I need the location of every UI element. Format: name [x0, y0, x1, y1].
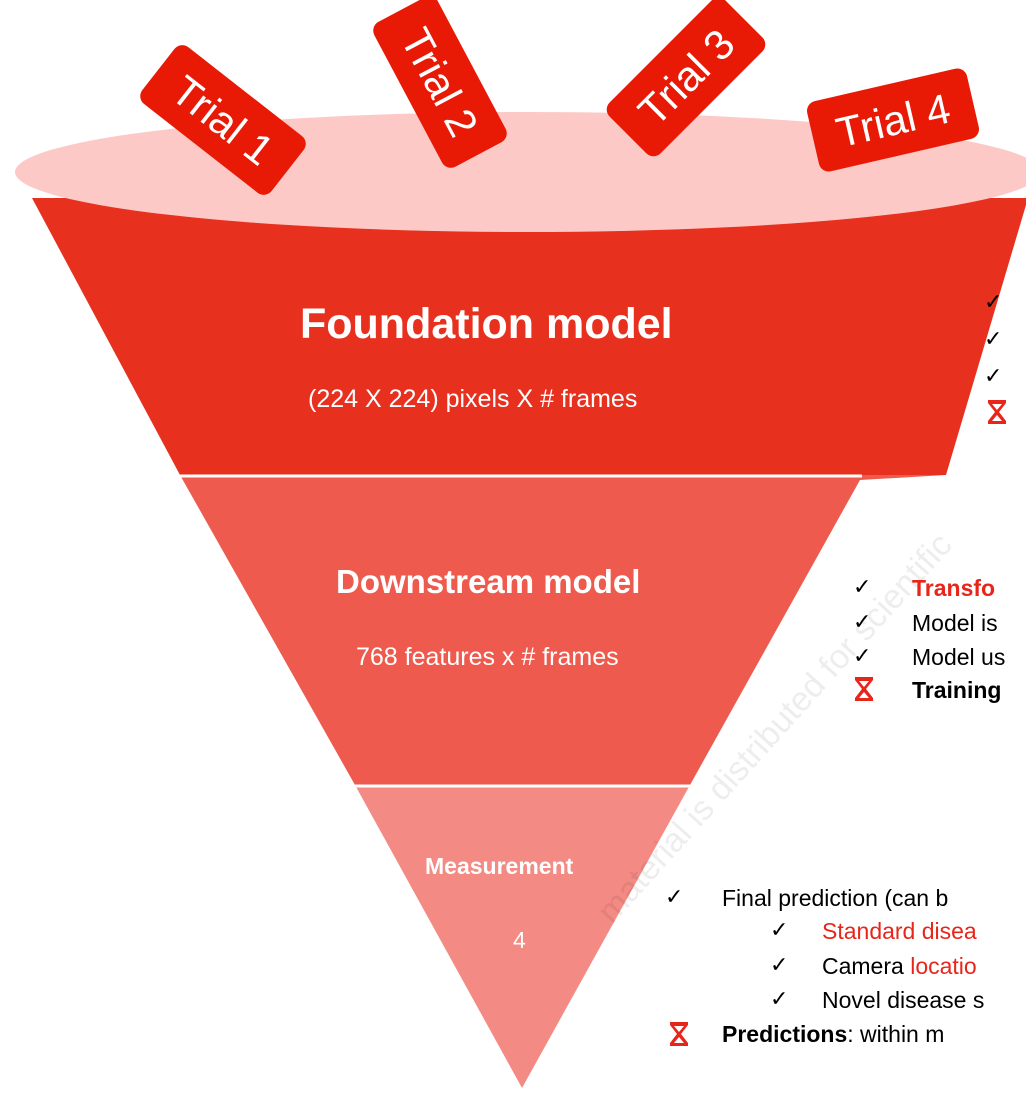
downstream-subtitle: 768 features x # frames	[356, 643, 619, 671]
check-icon: ✓	[853, 575, 872, 600]
downstream-bullet-4: Training	[912, 677, 1002, 703]
funnel-tier-foundation	[32, 198, 1026, 475]
funnel-tier-measurement	[355, 785, 690, 1088]
predictions-label: Predictions	[722, 1021, 848, 1047]
hourglass-icon	[855, 677, 873, 701]
downstream-bullet-1: Transfo	[912, 575, 996, 601]
trial-tag-4: Trial 4	[806, 68, 980, 172]
foundation-subtitle: (224 X 224) pixels X # frames	[308, 385, 638, 413]
final-prediction-text: Final prediction (can b	[722, 885, 949, 911]
downstream-bullet-2: Model is	[912, 610, 998, 636]
check-icon: ✓	[770, 987, 789, 1012]
sub-item-2: Camera locatio	[822, 953, 977, 980]
check-icon: ✓	[853, 610, 872, 635]
hourglass-icon	[670, 1022, 688, 1046]
sub-item-2-accent: locatio	[910, 953, 977, 979]
downstream-bullet-3: Model us	[912, 644, 1006, 670]
check-icon: ✓	[770, 918, 789, 943]
foundation-title: Foundation model	[300, 300, 673, 348]
sub-item-3-plain: Novel disease s	[822, 987, 985, 1013]
check-icon: ✓	[984, 327, 1003, 352]
check-icon: ✓	[984, 364, 1003, 389]
check-icon: ✓	[984, 290, 1003, 315]
check-icon: ✓	[770, 953, 789, 978]
hourglass-icon	[988, 400, 1006, 424]
predictions-line: Predictions: within m	[722, 1021, 944, 1048]
check-icon: ✓	[853, 644, 872, 669]
sub-item-2-plain: Camera	[822, 953, 911, 979]
downstream-title: Downstream model	[336, 563, 641, 600]
measurement-value: 4	[513, 927, 526, 953]
trial-tag-1: Trial 1	[140, 45, 306, 195]
predictions-rest: : within m	[847, 1021, 945, 1047]
check-icon: ✓	[665, 885, 684, 910]
sub-item-3: Novel disease s	[822, 987, 984, 1014]
measurement-title: Measurement	[425, 853, 574, 879]
sub-item-1: Standard disea	[822, 918, 977, 945]
sub-item-1-accent: Standard disea	[822, 918, 977, 944]
funnel-tier-downstream	[180, 475, 946, 785]
